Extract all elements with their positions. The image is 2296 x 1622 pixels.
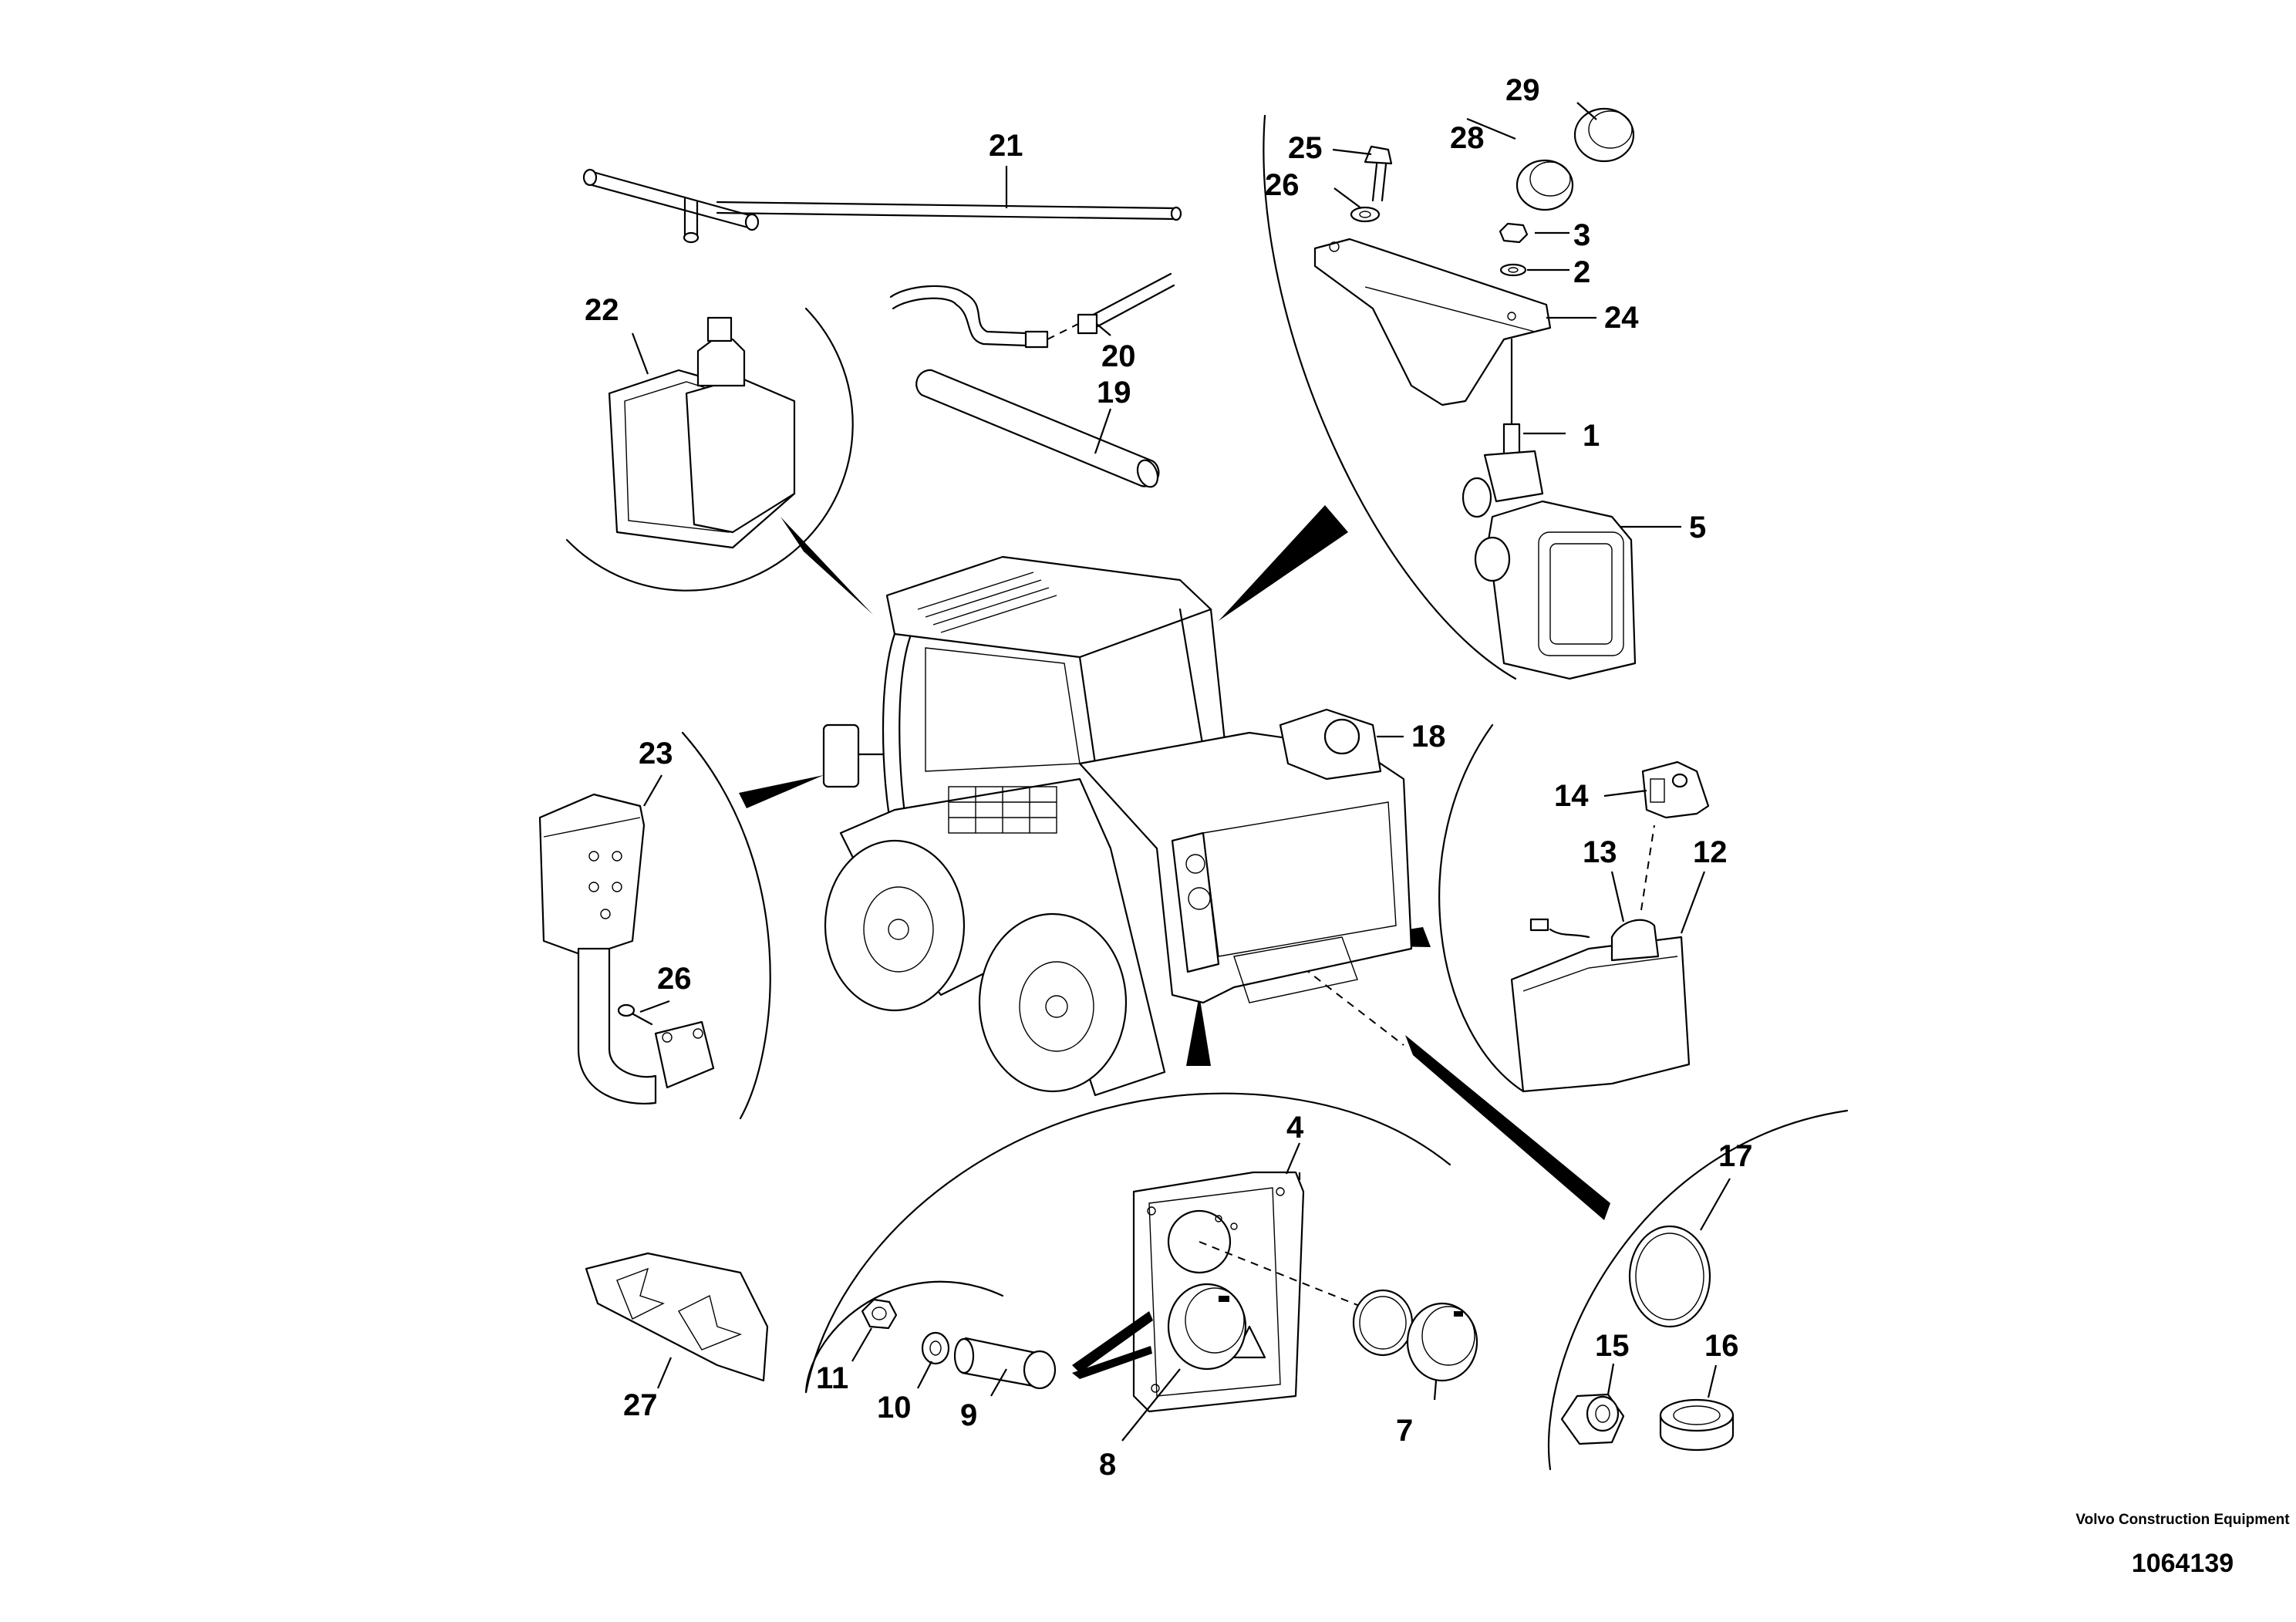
part-10-washer xyxy=(921,1331,950,1365)
detail-arc-top-right xyxy=(1263,114,1517,680)
part-29-cap xyxy=(1573,107,1635,163)
callout-13: 13 xyxy=(1583,835,1617,869)
part-14-clip xyxy=(1641,760,1710,819)
callout-9: 9 xyxy=(960,1398,977,1432)
loader-mirror xyxy=(822,723,860,788)
detail-arc-large-bottom xyxy=(804,1092,1451,1394)
callout-7: 7 xyxy=(1396,1414,1413,1448)
part-24-bracket xyxy=(1313,238,1552,406)
callout-21: 21 xyxy=(989,129,1023,163)
part-28-cap xyxy=(1515,159,1574,211)
part-25-bolt xyxy=(1364,145,1393,165)
part-27-decal xyxy=(585,1252,769,1382)
callout-16: 16 xyxy=(1704,1329,1739,1363)
callout-25: 25 xyxy=(1288,131,1323,165)
part-7-gasket xyxy=(1352,1289,1414,1357)
callout-3: 3 xyxy=(1573,218,1590,252)
callout-5: 5 xyxy=(1689,511,1706,545)
callout-8: 8 xyxy=(1099,1448,1116,1482)
part-5-lamp-mount xyxy=(1483,450,1544,503)
detail-arc-bottom-right xyxy=(1547,1109,1849,1471)
loader-roof-vents xyxy=(917,572,1057,633)
part-23-bracket xyxy=(538,793,715,1104)
callout-17: 17 xyxy=(1718,1139,1753,1173)
callout-29: 29 xyxy=(1505,73,1540,107)
skid-steer-loader xyxy=(822,555,1413,1097)
taillight-assembly xyxy=(861,1171,1478,1413)
callout-24: 24 xyxy=(1604,301,1639,335)
part-26-washer-top xyxy=(1350,206,1381,223)
loader-wheel-front xyxy=(824,839,966,1012)
part-20-hose xyxy=(889,272,1175,349)
detail-arcs xyxy=(565,114,1849,1471)
pointer-23 xyxy=(739,775,824,808)
callout-26-top: 26 xyxy=(1265,168,1300,202)
leader-lines xyxy=(631,102,1731,1442)
loader-roof xyxy=(885,555,1212,659)
parts-15-17 xyxy=(1560,1225,1735,1452)
part-12-14-assembly xyxy=(1510,760,1710,1093)
part-11-nut xyxy=(861,1298,898,1330)
pointer-17-dash xyxy=(1303,967,1404,1046)
callout-1: 1 xyxy=(1583,419,1600,453)
part-19-rod xyxy=(915,369,1160,488)
part-21-tube xyxy=(582,168,1182,244)
callout-18: 18 xyxy=(1411,720,1446,754)
detail-arc-inner-bottom xyxy=(804,1280,1004,1394)
callout-10: 10 xyxy=(877,1391,912,1425)
pointer-22 xyxy=(781,517,873,615)
callout-4: 4 xyxy=(1286,1111,1304,1145)
loader-rear-pillar xyxy=(1078,656,1097,765)
top-right-assembly xyxy=(1313,107,1637,680)
loader-wheels xyxy=(824,839,1128,1093)
loader-side-grille xyxy=(948,786,1057,834)
callout-15: 15 xyxy=(1595,1329,1630,1363)
loader-wheel-rear xyxy=(978,912,1128,1093)
callout-labels: 1 2 3 4 5 7 8 9 10 11 12 13 14 15 16 17 … xyxy=(585,73,1753,1482)
part-8-lamp xyxy=(1167,1283,1247,1371)
part-12-plate xyxy=(1510,936,1691,1093)
loader-taillight-housing xyxy=(1171,831,1220,973)
callout-28: 28 xyxy=(1450,121,1485,155)
loader-rear-plate xyxy=(1233,936,1358,1003)
callout-23: 23 xyxy=(639,737,673,771)
part-5-lamp xyxy=(1487,500,1637,680)
part-13-light xyxy=(1610,919,1660,962)
detail-arc-12 xyxy=(1438,723,1525,1093)
pointer-bottom xyxy=(1186,995,1211,1066)
company-name: Volvo Construction Equipment xyxy=(2075,1512,2290,1528)
callout-27: 27 xyxy=(623,1388,658,1422)
pointer-top-right xyxy=(1219,505,1348,621)
callout-22: 22 xyxy=(585,293,619,327)
callout-2: 2 xyxy=(1573,255,1590,289)
callout-19: 19 xyxy=(1097,376,1131,410)
callout-26-left: 26 xyxy=(657,962,692,996)
part-22-lamp xyxy=(608,316,796,549)
part-2-washer xyxy=(1499,263,1527,277)
callout-20: 20 xyxy=(1101,339,1136,373)
part-3-nut xyxy=(1499,222,1529,244)
drawing-number: 1064139 xyxy=(2131,1549,2234,1578)
callout-12: 12 xyxy=(1693,835,1728,869)
pointer-17 xyxy=(1405,1035,1610,1220)
callout-11: 11 xyxy=(816,1361,848,1395)
detail-arc-23 xyxy=(681,731,771,1120)
loader-cab-window xyxy=(925,647,1081,772)
callout-14: 14 xyxy=(1554,779,1589,813)
part-17-lens xyxy=(1628,1225,1711,1328)
